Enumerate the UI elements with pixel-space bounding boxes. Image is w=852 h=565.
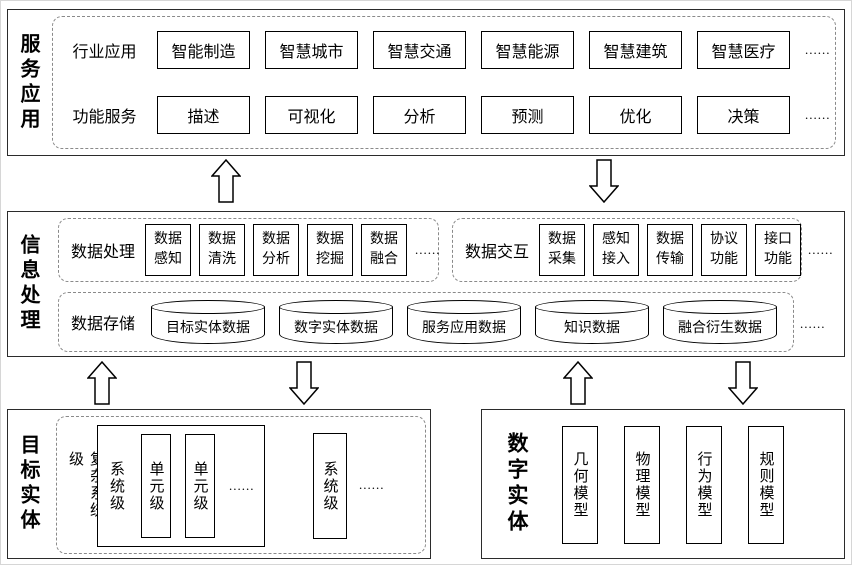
storage-cylinder: 融合衍生数据 — [663, 300, 777, 344]
function-service-box: 优化 — [589, 96, 682, 135]
system-level-box: 系统级 — [313, 433, 347, 539]
data-processing-label: 数据处理 — [70, 244, 135, 261]
system-level-label: 系统级 — [108, 460, 124, 512]
cylinder-top — [407, 300, 521, 314]
info-layer-label: 信息处理 — [17, 234, 39, 334]
data-interaction-box: 数据传输 — [647, 224, 693, 276]
cylinder-top — [535, 300, 649, 314]
industry-app-box: 智能制造 — [157, 30, 250, 69]
industry-application-row: 行业应用 智能制造 智慧城市 智慧交通 智慧能源 智慧建筑 智慧医疗 .....… — [53, 17, 835, 83]
unit-level-box: 单元级 — [141, 434, 171, 538]
data-interaction-box: 感知接入 — [593, 224, 639, 276]
data-interaction-box: 协议功能 — [701, 224, 747, 276]
ellipsis: ...... — [805, 107, 831, 123]
ellipsis: ...... — [800, 316, 826, 331]
cylinder-top — [279, 300, 393, 314]
up-arrow-icon — [210, 158, 242, 203]
industry-app-box: 智慧城市 — [265, 30, 358, 69]
cylinder-top — [663, 300, 777, 314]
model-box-physical: 物理模型 — [624, 426, 660, 544]
data-interaction-box: 接口功能 — [755, 224, 801, 276]
data-processing-box: 数据挖掘 — [307, 224, 353, 276]
storage-cylinder: 数字实体数据 — [279, 300, 393, 344]
cylinder-top — [151, 300, 265, 314]
up-arrow-icon — [86, 360, 118, 405]
model-box-geometric: 几何模型 — [562, 426, 598, 544]
service-layer-label: 服务应用 — [17, 32, 39, 133]
service-application-layer: 服务应用 行业应用 智能制造 智慧城市 智慧交通 智慧能源 智慧建筑 智慧医疗 … — [7, 9, 845, 156]
function-row-label: 功能服务 — [72, 109, 137, 127]
system-level-group: 系统级 单元级 单元级 ...... — [97, 425, 265, 547]
storage-cylinder-label: 融合衍生数据 — [678, 321, 762, 336]
storage-cylinder: 知识数据 — [535, 300, 649, 344]
function-service-box: 可视化 — [265, 96, 358, 135]
target-entity-layer: 目标实体 复杂系统级 系统级 单元级 单元级 ...... 系统级 ...... — [7, 409, 431, 559]
data-processing-box: 数据清洗 — [199, 224, 245, 276]
up-arrow-icon — [562, 360, 594, 405]
storage-cylinder-label: 服务应用数据 — [422, 321, 506, 336]
ellipsis: ...... — [229, 478, 255, 493]
digital-entity-label: 数字实体 — [505, 432, 529, 536]
industry-app-box: 智慧建筑 — [589, 30, 682, 69]
ellipsis: ...... — [805, 41, 831, 57]
function-service-box: 分析 — [373, 96, 466, 135]
storage-cylinder: 目标实体数据 — [151, 300, 265, 344]
function-service-row: 功能服务 描述 可视化 分析 预测 优化 决策 ...... — [53, 83, 835, 149]
function-service-box: 预测 — [481, 96, 574, 135]
data-storage-group: 数据存储 目标实体数据 数字实体数据 服务应用数据 知识数据 — [58, 292, 794, 352]
digital-entity-layer: 数字实体 几何模型 物理模型 行为模型 规则模型 — [481, 409, 845, 559]
down-arrow-icon — [727, 361, 759, 406]
data-interaction-group: 数据交互 数据采集 感知接入 数据传输 协议功能 接口功能 — [452, 218, 802, 282]
data-processing-group: 数据处理 数据感知 数据清洗 数据分析 数据挖掘 数据融合 ...... — [58, 218, 441, 282]
function-service-box: 描述 — [157, 96, 250, 135]
data-processing-box: 数据融合 — [361, 224, 407, 276]
ellipsis: ...... — [808, 242, 834, 257]
storage-cylinder: 服务应用数据 — [407, 300, 521, 344]
model-box-rule: 规则模型 — [748, 426, 784, 544]
data-storage-label: 数据存储 — [70, 316, 135, 333]
storage-cylinder-label: 知识数据 — [564, 321, 620, 336]
down-arrow-icon — [288, 361, 320, 406]
industry-app-box: 智慧能源 — [481, 30, 574, 69]
data-interaction-box: 数据采集 — [539, 224, 585, 276]
data-processing-box: 数据分析 — [253, 224, 299, 276]
information-processing-layer: 信息处理 数据处理 数据感知 数据清洗 数据分析 数据挖掘 数据融合 .....… — [7, 211, 845, 357]
data-interaction-label: 数据交互 — [464, 244, 529, 261]
data-processing-box: 数据感知 — [145, 224, 191, 276]
ellipsis: ...... — [415, 242, 441, 257]
industry-app-box: 智慧医疗 — [697, 30, 790, 69]
unit-level-box: 单元级 — [185, 434, 215, 538]
industry-row-label: 行业应用 — [72, 43, 137, 61]
down-arrow-icon — [588, 159, 620, 204]
model-box-behavior: 行为模型 — [686, 426, 722, 544]
target-entity-group: 复杂系统级 系统级 单元级 单元级 ...... 系统级 ...... — [56, 416, 426, 554]
service-layer-group: 行业应用 智能制造 智慧城市 智慧交通 智慧能源 智慧建筑 智慧医疗 .....… — [52, 16, 836, 149]
industry-app-box: 智慧交通 — [373, 30, 466, 69]
storage-cylinder-label: 数字实体数据 — [294, 321, 378, 336]
target-entity-label: 目标实体 — [17, 434, 39, 534]
storage-cylinder-label: 目标实体数据 — [166, 321, 250, 336]
ellipsis: ...... — [359, 477, 385, 492]
function-service-box: 决策 — [697, 96, 790, 135]
